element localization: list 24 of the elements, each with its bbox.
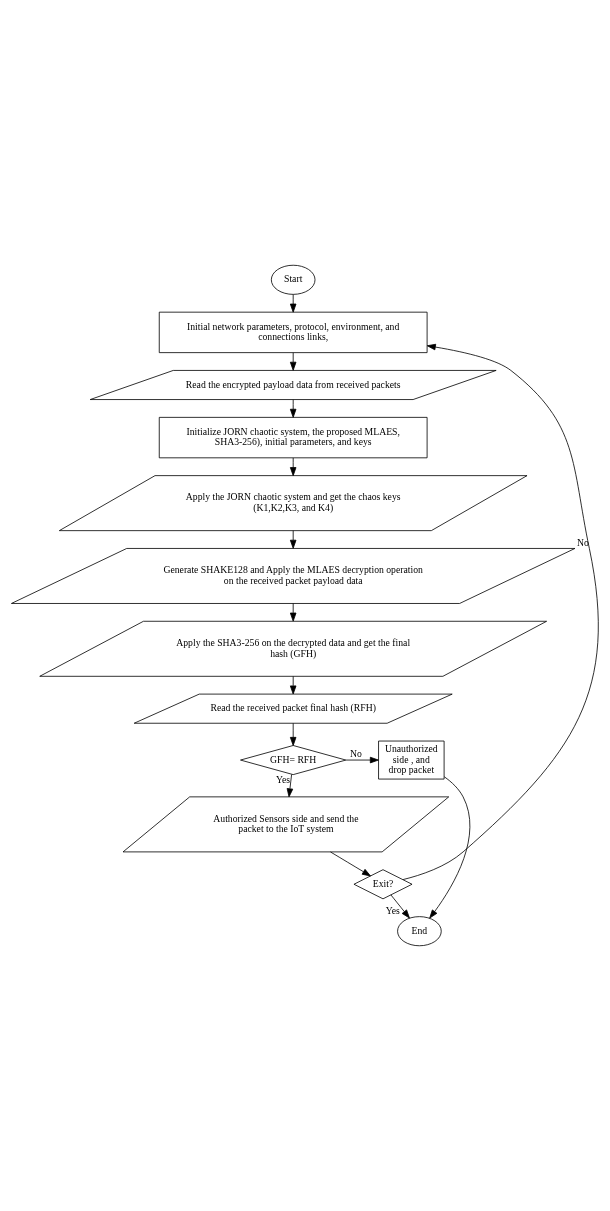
arrow — [289, 399, 297, 418]
node-diamond: GFH= RFH — [240, 745, 347, 776]
arrow — [289, 603, 297, 622]
node-ellipse: Start — [270, 264, 316, 295]
arrow — [289, 530, 297, 549]
arrow — [289, 722, 297, 746]
arrow — [289, 294, 297, 313]
arrow — [429, 776, 471, 919]
node-box: Unauthorized side , and drop packet — [378, 740, 445, 780]
arrow — [390, 894, 410, 919]
edge-label: Yes — [385, 905, 400, 917]
arrow — [289, 675, 297, 695]
arrow — [289, 352, 297, 371]
node-ellipse: End — [397, 916, 442, 947]
arrow — [289, 457, 297, 477]
arrow — [402, 343, 599, 880]
edge-label: Yes — [275, 773, 291, 785]
edge-label: No — [349, 748, 362, 760]
arrow — [345, 756, 379, 764]
edge-label: No — [576, 536, 589, 548]
node-box: Initial network parameters, protocol, environment, and connections links, — [158, 311, 428, 354]
arrow — [286, 774, 294, 798]
arrow — [330, 851, 371, 877]
node-box: Initialize JORN chaotic system, the proposed MLAES, SHA3-256), initial parameters, and keys — [158, 416, 428, 459]
